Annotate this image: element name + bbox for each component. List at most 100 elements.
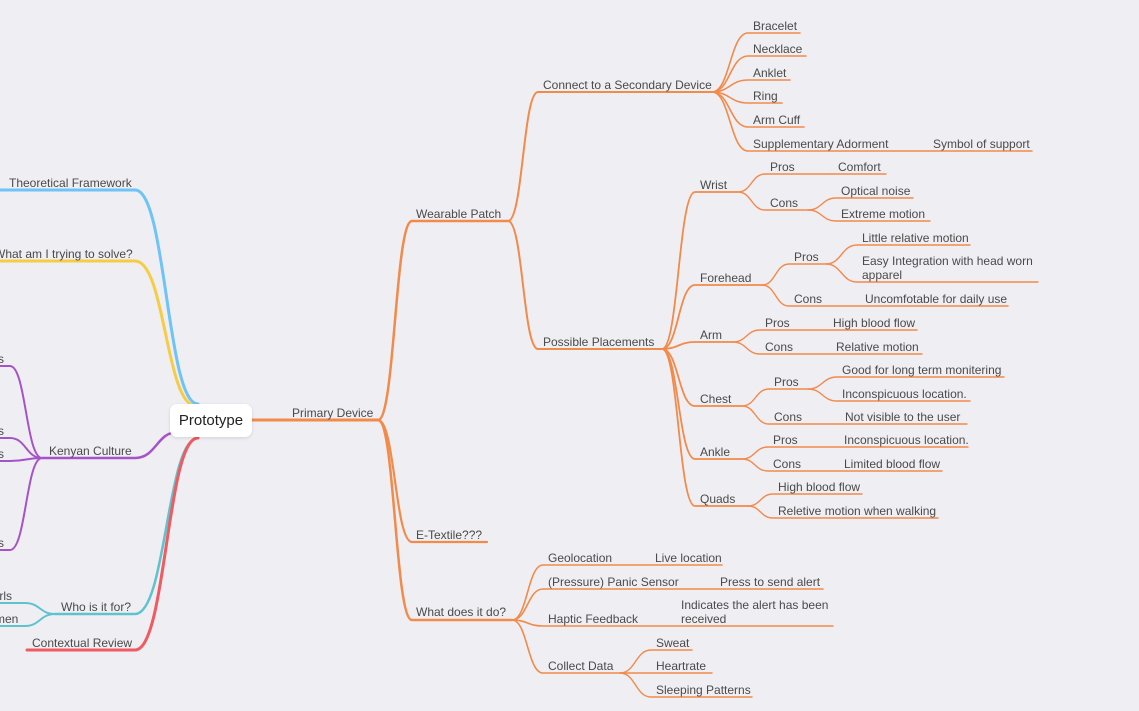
node-wrist-pros[interactable]: Pros	[770, 160, 795, 174]
node-wrist-extreme-motion[interactable]: Extreme motion	[841, 207, 926, 221]
node-who-is-it-for[interactable]: Who is it for?	[61, 600, 132, 614]
mind-map-link	[619, 649, 693, 674]
node-bracelet[interactable]: Bracelet	[753, 19, 798, 33]
node-kenyan-culture[interactable]: Kenyan Culture	[49, 444, 132, 458]
mind-map-link	[741, 405, 968, 425]
node-forehead-uncomfortable[interactable]: Uncomfotable for daily use	[865, 292, 1008, 306]
mind-map-link	[0, 613, 56, 627]
node-kenyan-culture-child-4[interactable]: s	[0, 536, 4, 550]
mind-map-link	[807, 197, 914, 211]
mind-map-link	[661, 341, 734, 350]
node-supplementary-adorment[interactable]: Supplementary Adorment	[753, 137, 889, 151]
node-ankle-inconspicuous[interactable]: Inconspicuous location.	[844, 433, 969, 447]
node-chest-not-visible[interactable]: Not visible to the user	[845, 410, 961, 424]
mind-map-link	[741, 458, 943, 472]
mind-map-link	[619, 672, 753, 698]
mind-map-link	[507, 91, 713, 222]
node-sweat[interactable]: Sweat	[656, 636, 690, 650]
node-e-textile[interactable]: E-Textile???	[416, 528, 483, 542]
mind-map-link	[661, 191, 739, 350]
mind-map-link	[732, 329, 918, 343]
node-symbol-of-support[interactable]: Symbol of support	[933, 137, 1030, 151]
mind-map-link	[53, 436, 200, 616]
node-ankle-limited-blood-flow[interactable]: Limited blood flow	[844, 457, 941, 471]
mind-map-link	[807, 376, 1005, 390]
node-haptic-feedback[interactable]: Haptic Feedback	[548, 612, 639, 626]
mind-map-link	[825, 263, 1039, 283]
node-wearable-patch[interactable]: Wearable Patch	[416, 207, 502, 221]
node-theoretical-framework[interactable]: Theoretical Framework	[9, 176, 132, 190]
node-sleeping-patterns[interactable]: Sleeping Patterns	[656, 683, 751, 697]
mind-map-link	[511, 588, 824, 621]
node-arm-cuff[interactable]: Arm Cuff	[753, 113, 801, 127]
node-kenyan-culture-child-3[interactable]: s	[0, 447, 4, 461]
mind-map-link	[661, 348, 749, 507]
node-necklace[interactable]: Necklace	[753, 42, 803, 56]
node-ankle[interactable]: Ankle	[700, 445, 731, 459]
node-chest-cons[interactable]: Cons	[774, 410, 803, 424]
node-quads-reletive-motion[interactable]: Reletive motion when walking	[778, 504, 937, 518]
mind-map-link	[825, 244, 971, 265]
node-forehead-easy-integration[interactable]: Easy Integration with head worn apparel	[862, 254, 1033, 282]
node-kenyan-culture-child-1[interactable]: s	[0, 352, 4, 366]
mind-map-link	[711, 91, 1033, 152]
node-kenyan-culture-child-2[interactable]: s	[0, 424, 4, 438]
mind-map-link	[661, 348, 743, 407]
node-contextual-review[interactable]: Contextual Review	[32, 636, 133, 650]
node-forehead-cons[interactable]: Cons	[794, 292, 823, 306]
node-forehead[interactable]: Forehead	[700, 271, 752, 285]
root-node-prototype[interactable]: Prototype	[170, 404, 252, 437]
node-who-child-girls[interactable]: girls	[0, 589, 13, 603]
mind-map-link	[747, 505, 939, 519]
node-heartrate[interactable]: Heartrate	[656, 659, 707, 673]
node-primary-device[interactable]: Primary Device	[292, 406, 374, 420]
node-collect-data[interactable]: Collect Data	[548, 659, 614, 673]
mind-map-link	[747, 493, 863, 507]
mind-map-link	[661, 284, 763, 350]
node-arm-relative-motion[interactable]: Relative motion	[836, 340, 919, 354]
mind-map-link	[0, 437, 43, 459]
node-arm-cons[interactable]: Cons	[765, 340, 794, 354]
node-forehead-pros[interactable]: Pros	[794, 250, 819, 264]
mind-map-link	[0, 188, 200, 406]
mind-map-link	[376, 219, 510, 422]
node-chest-pros[interactable]: Pros	[774, 375, 799, 389]
node-wrist[interactable]: Wrist	[700, 178, 728, 192]
mind-map-link	[761, 284, 1009, 307]
node-chest-inconspicuous[interactable]: Inconspicuous location.	[842, 387, 967, 401]
node-chest-long-term[interactable]: Good for long term monitering	[842, 363, 1002, 377]
mind-map-link	[0, 457, 43, 551]
node-who-child-men[interactable]: men	[0, 612, 19, 626]
node-geolocation[interactable]: Geolocation	[548, 551, 613, 565]
node-panic-sensor[interactable]: (Pressure) Panic Sensor	[548, 575, 679, 589]
node-chest[interactable]: Chest	[700, 392, 732, 406]
node-ankle-pros[interactable]: Pros	[773, 433, 798, 447]
node-possible-placements[interactable]: Possible Placements	[543, 335, 655, 349]
mind-map-link	[376, 418, 514, 622]
mind-map-link	[25, 436, 200, 652]
mind-map-link	[741, 388, 809, 407]
node-wrist-comfort[interactable]: Comfort	[838, 160, 881, 174]
node-wrist-cons[interactable]: Cons	[770, 196, 799, 210]
node-anklet[interactable]: Anklet	[753, 66, 787, 80]
mind-map-link	[0, 259, 198, 408]
node-indicates-alert-received[interactable]: Indicates the alert has been received	[681, 598, 829, 626]
node-wrist-optical-noise[interactable]: Optical noise	[841, 184, 911, 198]
node-arm-high-blood-flow[interactable]: High blood flow	[833, 316, 916, 330]
node-forehead-little-motion[interactable]: Little relative motion	[862, 231, 969, 245]
node-ring[interactable]: Ring	[753, 89, 778, 103]
node-live-location[interactable]: Live location	[655, 551, 722, 565]
node-press-to-send-alert[interactable]: Press to send alert	[720, 575, 821, 589]
mind-map-link	[737, 173, 831, 193]
node-connect-secondary-device[interactable]: Connect to a Secondary Device	[543, 78, 712, 92]
node-arm[interactable]: Arm	[700, 328, 722, 342]
node-what-am-i-trying-to-solve[interactable]: What am I trying to solve?	[0, 247, 133, 261]
node-ankle-cons[interactable]: Cons	[773, 457, 802, 471]
node-quads-high-blood-flow[interactable]: High blood flow	[778, 480, 861, 494]
mind-map-link	[732, 341, 923, 355]
node-what-does-it-do[interactable]: What does it do?	[416, 605, 507, 619]
node-quads[interactable]: Quads	[700, 492, 736, 506]
mind-map-link	[511, 564, 723, 621]
node-arm-pros[interactable]: Pros	[765, 316, 790, 330]
